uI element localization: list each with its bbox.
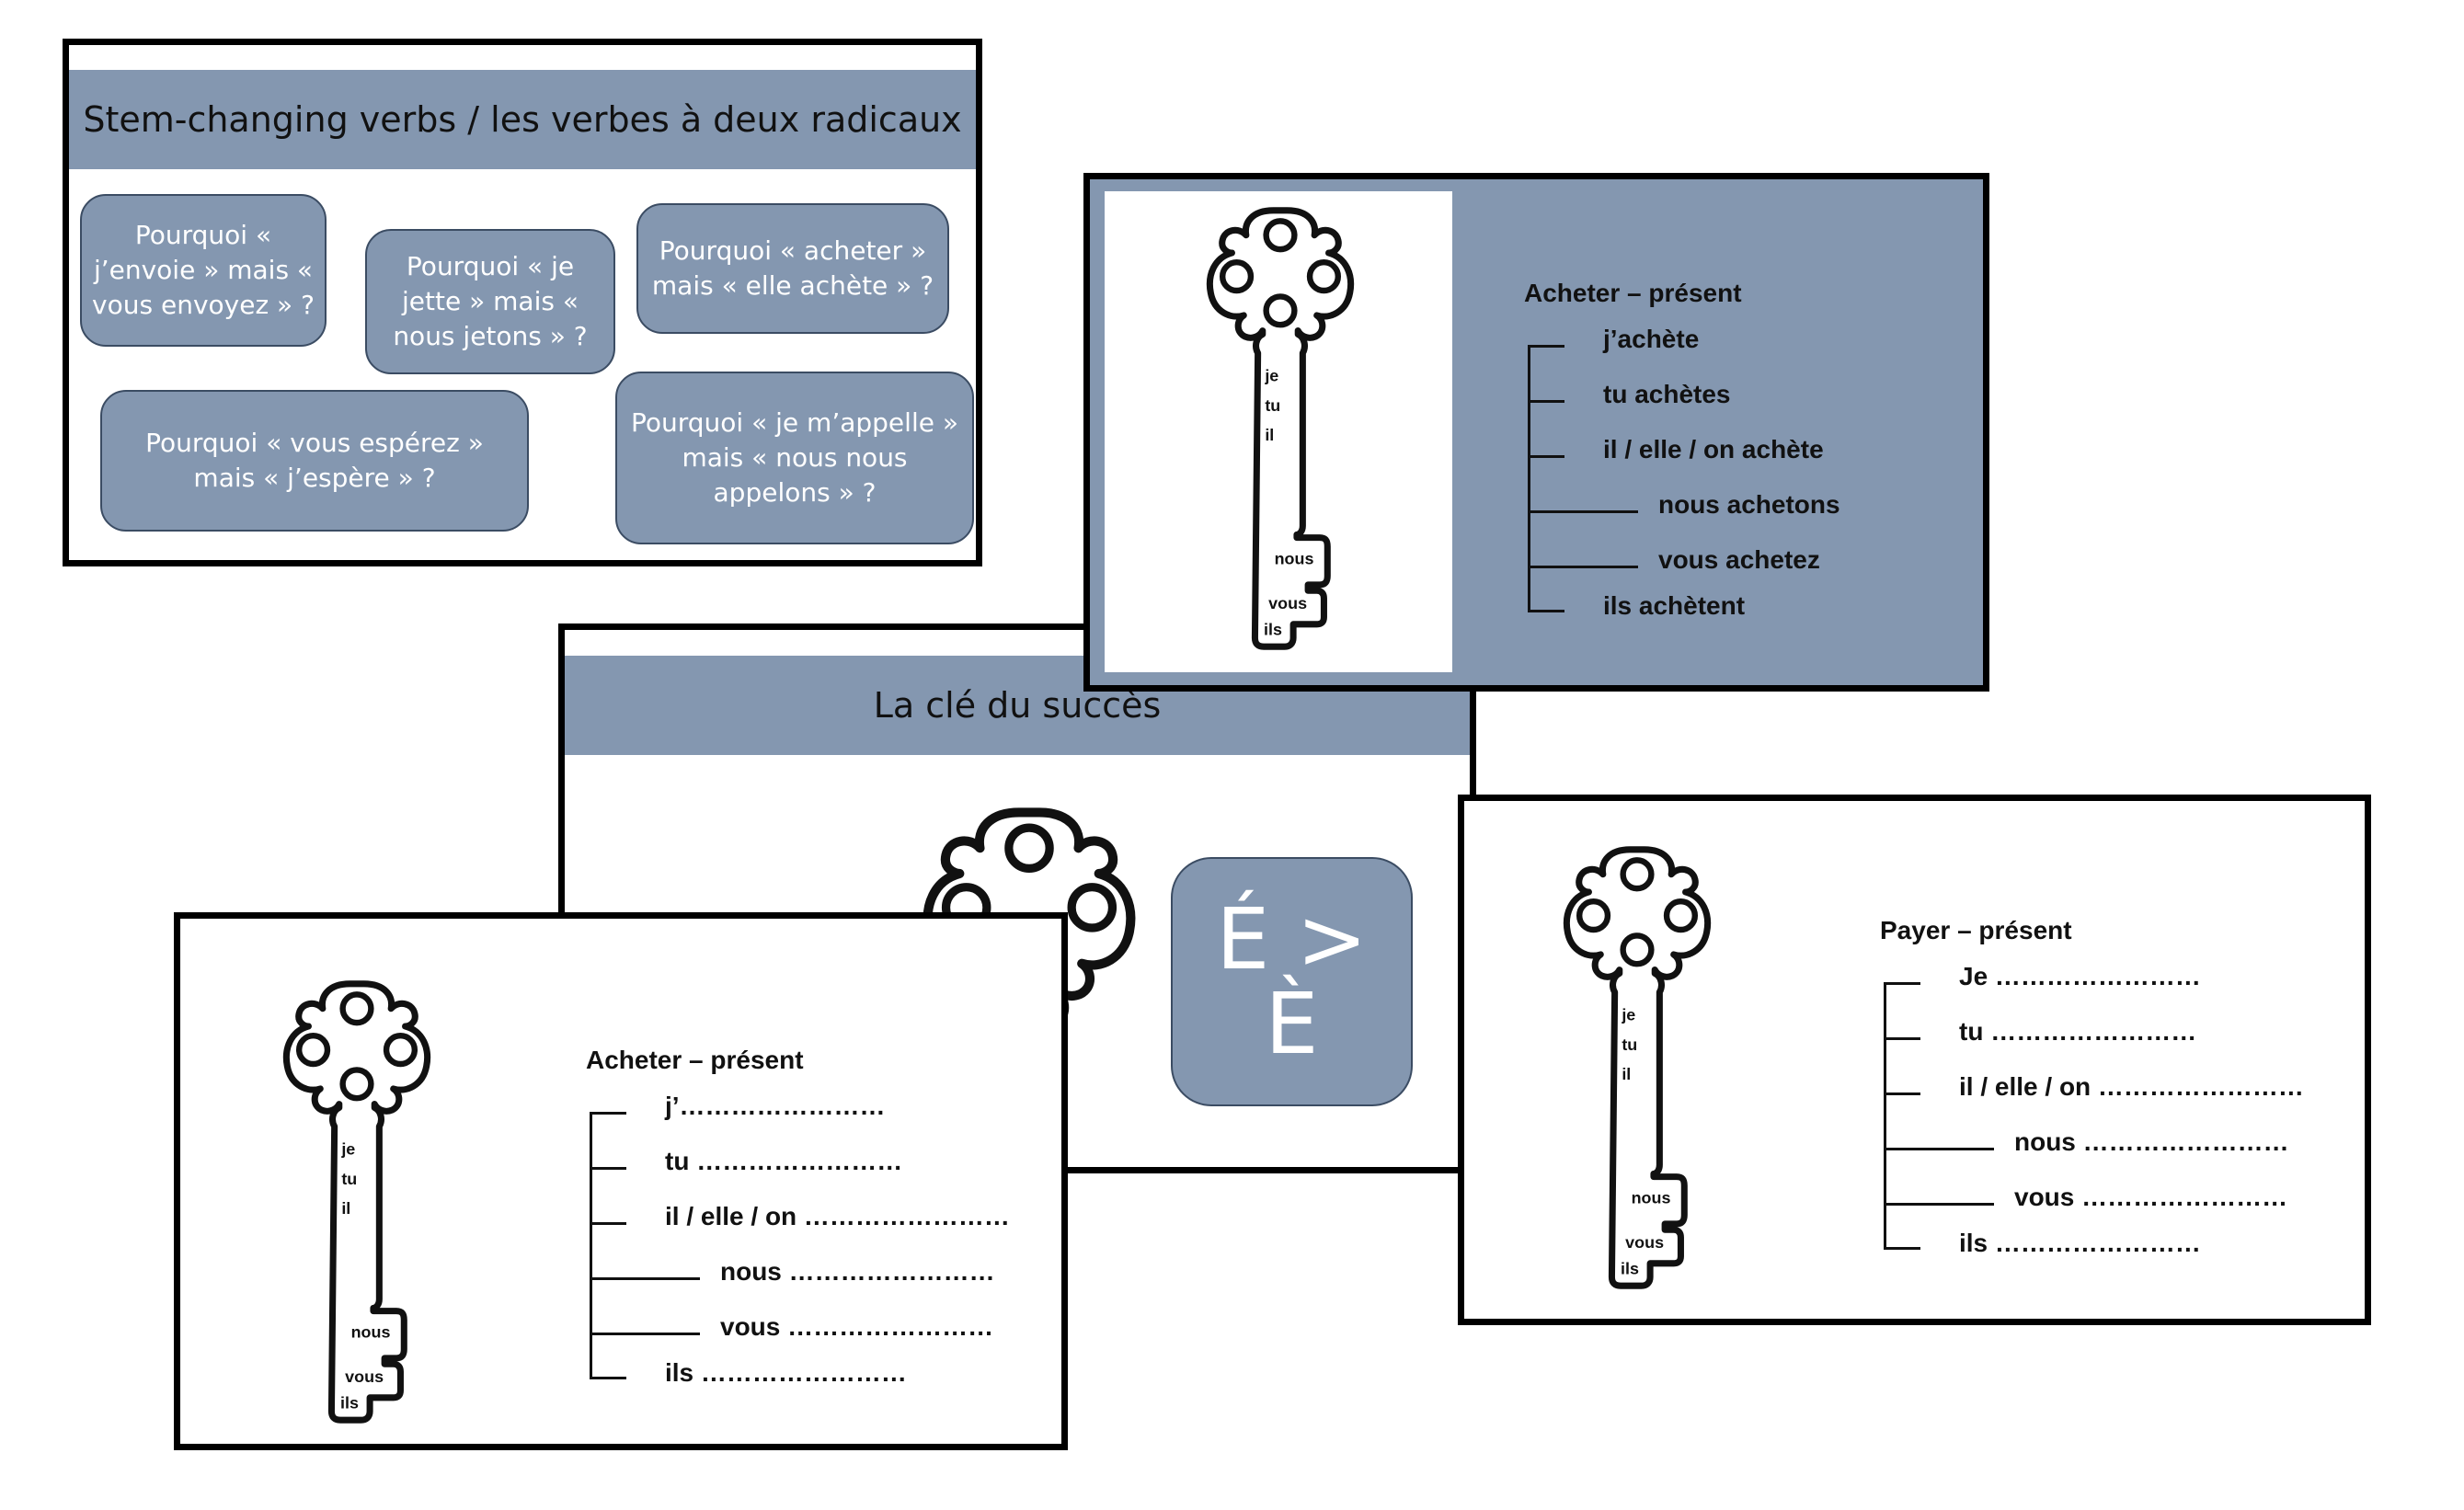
tick [590, 1167, 626, 1170]
conjugation-table: Payer – présent Je …………………… tu …………………… … [1880, 916, 2358, 1293]
svg-text:il: il [1265, 426, 1274, 444]
conjugation-title: Acheter – présent [1524, 279, 1742, 307]
slide-stem-changing-verbs: Stem-changing verbs / les verbes à deux … [63, 39, 982, 566]
conj-row-tu: tu achètes [1603, 380, 1731, 408]
tick [1528, 345, 1564, 348]
tick [590, 1277, 700, 1280]
svg-text:vous: vous [1625, 1233, 1664, 1252]
bubble-text: Pourquoi « je m’appelle » mais « nous no… [631, 407, 958, 508]
bracket-line [590, 1112, 592, 1378]
conj-row-vous: vous achetez [1658, 545, 1820, 574]
fill-row-il[interactable]: il / elle / on …………………… [1959, 1072, 2304, 1101]
svg-text:tu: tu [1265, 396, 1280, 415]
slide-title: La clé du succès [873, 685, 1162, 726]
slide-acheter-blank: je tu il nous vous ils Acheter – présent… [174, 912, 1068, 1450]
svg-text:ils: ils [1621, 1259, 1639, 1277]
key-icon: je tu il nous vous ils [1475, 838, 1799, 1298]
svg-text:je: je [340, 1140, 355, 1159]
svg-text:je: je [1264, 367, 1278, 385]
svg-text:nous: nous [351, 1322, 391, 1341]
tick [1884, 982, 1920, 985]
tick [590, 1222, 626, 1225]
tick [1884, 1203, 1994, 1206]
svg-text:tu: tu [1622, 1035, 1637, 1054]
svg-text:vous: vous [345, 1367, 384, 1386]
key-icon: je tu il nous vous ils [195, 972, 519, 1432]
fill-row-je[interactable]: j’…………………… [665, 1092, 886, 1120]
question-bubble-envoyer: Pourquoi « j’envoie » mais « vous envoye… [80, 194, 327, 347]
tick [1884, 1148, 1994, 1150]
conjugation-title: Payer – présent [1880, 916, 2072, 944]
conj-row-nous: nous achetons [1658, 490, 1840, 519]
bubble-text: Pourquoi « acheter » mais « elle achète … [651, 235, 934, 301]
svg-text:tu: tu [341, 1170, 357, 1188]
fill-row-tu[interactable]: tu …………………… [1959, 1017, 2197, 1046]
rule-box: É > È [1171, 857, 1413, 1106]
tick [1528, 400, 1564, 403]
conj-row-il: il / elle / on achète [1603, 435, 1824, 463]
tick [590, 1333, 700, 1335]
fill-row-nous[interactable]: nous …………………… [720, 1257, 995, 1286]
key-icon: je tu il nous vous ils [1119, 199, 1441, 658]
question-bubble-acheter: Pourquoi « acheter » mais « elle achète … [636, 203, 949, 334]
svg-text:nous: nous [1275, 549, 1314, 567]
svg-text:ils: ils [1264, 620, 1282, 638]
fill-row-ils[interactable]: ils …………………… [665, 1358, 907, 1387]
tick [1884, 1247, 1920, 1250]
question-bubble-appeler: Pourquoi « je m’appelle » mais « nous no… [615, 372, 974, 544]
tick [590, 1377, 626, 1379]
fill-row-nous[interactable]: nous …………………… [2014, 1127, 2289, 1156]
bubble-text: Pourquoi « je jette » mais « nous jetons… [393, 251, 588, 351]
tick [1528, 455, 1564, 458]
bracket-line [1884, 982, 1886, 1249]
svg-text:nous: nous [1632, 1188, 1671, 1207]
svg-text:il: il [341, 1199, 350, 1218]
slide-acheter-answers: je tu il nous vous ils Acheter – présent… [1083, 173, 1989, 692]
fill-row-il[interactable]: il / elle / on …………………… [665, 1202, 1010, 1230]
fill-row-ils[interactable]: ils …………………… [1959, 1229, 2201, 1257]
rule-text: É > È [1216, 889, 1368, 1073]
conj-row-ils: ils achètent [1603, 591, 1746, 620]
fill-row-tu[interactable]: tu …………………… [665, 1147, 903, 1175]
question-bubble-esperer: Pourquoi « vous espérez » mais « j’espèr… [100, 390, 529, 532]
bubble-text: Pourquoi « j’envoie » mais « vous envoye… [92, 220, 315, 320]
conjugation-table: Acheter – présent j’…………………… tu ……………………… [586, 1046, 1061, 1423]
bubble-text: Pourquoi « vous espérez » mais « j’espèr… [145, 428, 484, 493]
slide-payer-blank: je tu il nous vous ils Payer – présent J… [1458, 795, 2371, 1325]
svg-text:je: je [1621, 1006, 1635, 1024]
tick [590, 1112, 626, 1115]
bracket-line [1528, 345, 1530, 612]
svg-text:ils: ils [340, 1393, 359, 1412]
slide-title-band: Stem-changing verbs / les verbes à deux … [69, 70, 976, 169]
tick [1528, 510, 1638, 513]
slide-title: Stem-changing verbs / les verbes à deux … [83, 99, 962, 140]
conj-row-je: j’achète [1603, 325, 1700, 353]
fill-row-vous[interactable]: vous …………………… [2014, 1183, 2288, 1211]
svg-text:il: il [1622, 1065, 1631, 1083]
key-image-panel: je tu il nous vous ils [1105, 191, 1452, 672]
fill-row-je[interactable]: Je …………………… [1959, 962, 2201, 990]
svg-text:vous: vous [1268, 594, 1307, 612]
fill-row-vous[interactable]: vous …………………… [720, 1312, 994, 1341]
conjugation-title: Acheter – présent [586, 1046, 804, 1074]
tick [1884, 1092, 1920, 1095]
tick [1528, 566, 1638, 568]
question-bubble-jeter: Pourquoi « je jette » mais « nous jetons… [365, 229, 615, 374]
conjugation-table: Acheter – présent j’achète tu achètes il… [1524, 279, 1965, 656]
tick [1884, 1037, 1920, 1040]
tick [1528, 610, 1564, 612]
